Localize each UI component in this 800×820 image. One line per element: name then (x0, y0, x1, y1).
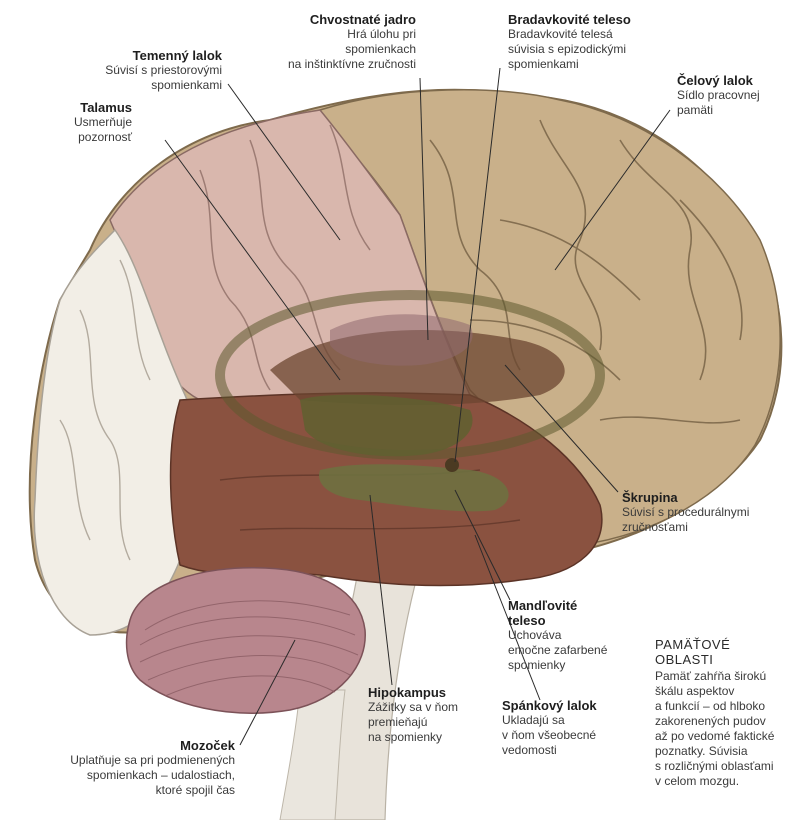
panel-title: PAMÄŤOVÉ OBLASTI (655, 637, 731, 667)
leader-spankovy (474, 534, 541, 701)
panel-body: Pamäť zahŕňa širokú škálu aspektov a fun… (655, 669, 775, 788)
label-spankovy-lalok: Spánkový lalok Ukladajú sa v ňom všeobec… (502, 698, 597, 758)
leader-hipokampus (369, 494, 393, 686)
thalamus (300, 394, 473, 457)
mozocek-desc: Uplatňuje sa pri podmienených spomienkac… (70, 753, 235, 797)
label-skrupina: Škrupina Súvisí s procedurálnymi zručnos… (622, 490, 749, 535)
chvostnate-jadro-title: Chvostnaté jadro (309, 12, 416, 27)
leader-skrupina (504, 364, 619, 493)
leader-mozocek (239, 639, 296, 746)
cerebellum (125, 566, 366, 714)
bradavkovite-teleso-desc: Bradavkovité telesá súvisia s epizodický… (508, 27, 627, 71)
label-talamus: Talamus Usmerňuje pozornosť (74, 100, 132, 145)
parietal-sulci (199, 124, 371, 391)
hipokampus-desc: Zážitky sa v ňom premieňajú na spomienky (368, 700, 459, 744)
bradavkovite-teleso-title: Bradavkovité teleso (508, 12, 631, 27)
mandlovite-teleso-title: Mandľovité teleso (508, 598, 578, 628)
spinal-cord (279, 689, 346, 820)
hippocampus (319, 464, 509, 512)
chvostnate-jadro-desc: Hrá úlohu pri spomienkach na inštinktívn… (287, 27, 416, 71)
leader-lines (164, 67, 671, 746)
memory-areas-panel: PAMÄŤOVÉ OBLASTI Pamäť zahŕňa širokú šká… (655, 637, 795, 789)
label-bradavkovite-teleso: Bradavkovité teleso Bradavkovité telesá … (508, 12, 631, 72)
skrupina-title: Škrupina (622, 490, 678, 505)
mozocek-title: Mozoček (180, 738, 235, 753)
putamen (330, 314, 473, 366)
leader-chvostnate (419, 77, 429, 341)
leader-celovy (554, 109, 671, 271)
leader-mandlovite (454, 489, 511, 601)
label-mozocek: Mozoček Uplatňuje sa pri podmienených sp… (70, 738, 235, 798)
skrupina-desc: Súvisí s procedurálnymi zručnosťami (622, 505, 750, 534)
leader-temenny (227, 83, 341, 241)
talamus-title: Talamus (80, 100, 132, 115)
mandlovite-teleso-desc: Uchováva emočne zafarbené spomienky (508, 628, 608, 672)
label-celovy-lalok: Čelový lalok Sídlo pracovnej pamäti (677, 73, 760, 118)
talamus-desc: Usmerňuje pozornosť (73, 115, 132, 144)
spankovy-lalok-title: Spánkový lalok (502, 698, 597, 713)
celovy-lalok-desc: Sídlo pracovnej pamäti (677, 88, 760, 117)
temenny-lalok-desc: Súvisí s priestorovými spomienkami (105, 63, 222, 92)
mammillary-body (445, 458, 459, 472)
label-mandlovite-teleso: Mandľovité teleso Uchováva emočne zafarb… (508, 598, 607, 673)
label-hipokampus: Hipokampus Zážitky sa v ňom premieňajú n… (368, 685, 458, 745)
temenny-lalok-title: Temenný lalok (132, 48, 222, 63)
label-temenny-lalok: Temenný lalok Súvisí s priestorovými spo… (105, 48, 222, 93)
spankovy-lalok-desc: Ukladajú sa v ňom všeobecné vedomosti (502, 713, 597, 757)
label-chvostnate-jadro: Chvostnaté jadro Hrá úlohu pri spomienka… (288, 12, 416, 72)
leader-talamus (164, 139, 341, 381)
leader-bradavkovite (454, 67, 501, 463)
celovy-lalok-title: Čelový lalok (677, 73, 753, 88)
sulci-lines (429, 119, 743, 424)
occipital-sulci (59, 259, 151, 561)
cerebellum-folia (139, 600, 359, 697)
hipokampus-title: Hipokampus (368, 685, 447, 700)
